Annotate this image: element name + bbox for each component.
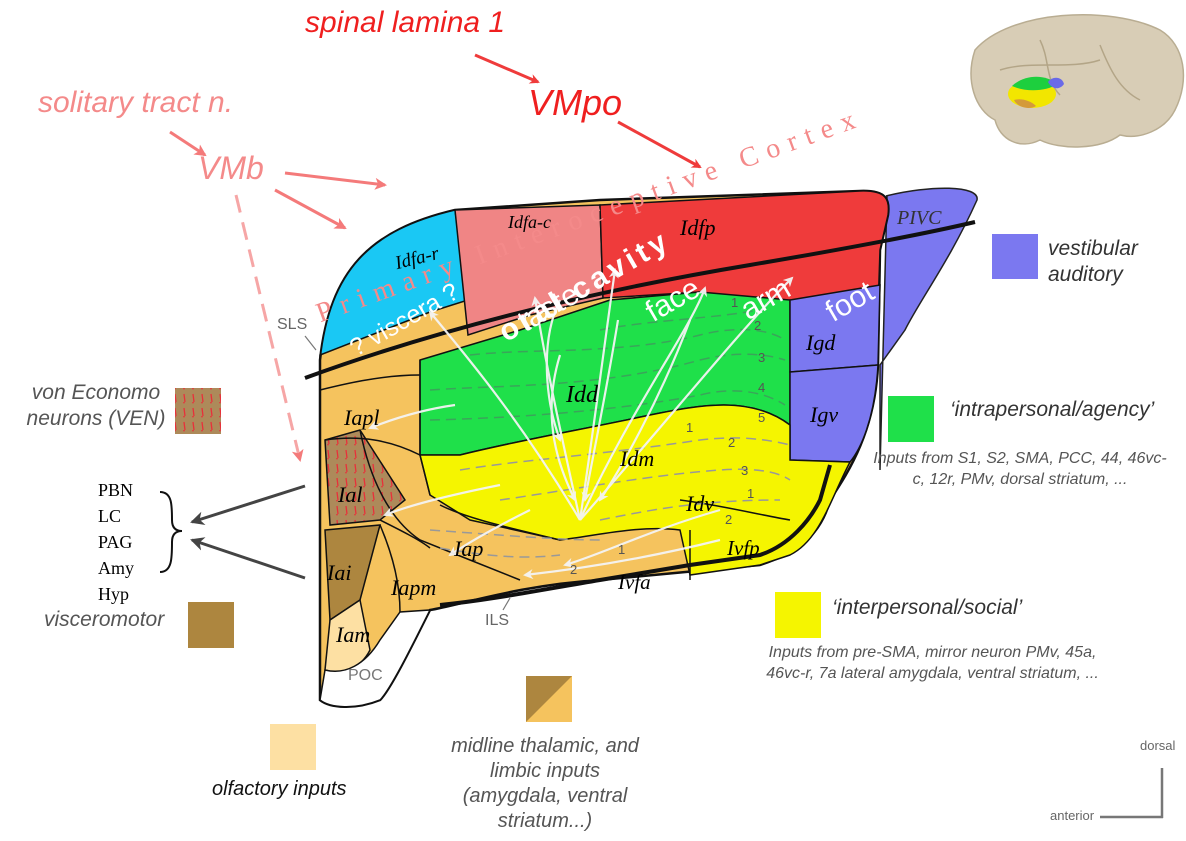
swatch-intrapersonal (888, 396, 934, 442)
output-pag: PAG (98, 529, 134, 555)
legend-interpersonal-inputs: Inputs from pre-SMA, mirror neuron PMv, … (765, 642, 1100, 684)
label-idd: Idd (566, 382, 598, 409)
label-idv: Idv (686, 491, 714, 517)
swatch-visceromotor (188, 602, 234, 648)
label-ils: ILS (485, 612, 509, 630)
layer-number: 2 (754, 318, 761, 333)
orientation-axes (1100, 768, 1163, 818)
orientation-anterior: anterior (1050, 808, 1094, 823)
label-iai: Iai (327, 560, 351, 586)
label-poc: POC (348, 667, 383, 685)
brain-thumbnail-image (971, 15, 1183, 147)
label-pivc: PIVC (897, 207, 941, 230)
layer-number: 3 (758, 350, 765, 365)
legend-olfactory-text: olfactory inputs (212, 778, 347, 801)
swatch-vestibular (992, 234, 1038, 279)
layer-number: 4 (758, 380, 765, 395)
label-igv: Igv (810, 402, 838, 428)
label-idfa-c: Idfa-c (508, 212, 551, 233)
sls-pointer (305, 336, 316, 350)
label-iap: Iap (454, 536, 483, 562)
label-ial: Ial (338, 482, 362, 508)
orientation-dorsal: dorsal (1140, 738, 1175, 753)
layer-number: 5 (758, 410, 765, 425)
output-pbn: PBN (98, 477, 134, 503)
output-lc: LC (98, 503, 134, 529)
swatch-von-economo (175, 388, 221, 434)
layer-number: 2 (570, 562, 577, 577)
label-sls: SLS (277, 316, 307, 334)
output-brace (160, 492, 182, 572)
layer-number: 1 (747, 486, 754, 501)
legend-interpersonal-title: ‘interpersonal/social’ (832, 596, 1022, 620)
legend-vestibular-text: vestibular auditory (1048, 236, 1158, 288)
swatch-interpersonal (775, 592, 821, 638)
label-ivfa: Ivfa (618, 570, 651, 595)
label-ivfp: Ivfp (727, 536, 760, 561)
ils-pointer (503, 598, 510, 610)
solitary-tract-label: solitary tract n. (38, 86, 233, 120)
legend-von-economo-text: von Economo neurons (VEN) (16, 380, 176, 432)
output-arrows (192, 486, 305, 578)
swatch-midline (526, 676, 572, 722)
layer-number: 3 (741, 463, 748, 478)
spinal-lamina-label: spinal lamina 1 (305, 6, 505, 40)
layer-number: 1 (731, 295, 738, 310)
output-amy: Amy (98, 555, 134, 581)
label-iapl: Iapl (344, 405, 379, 431)
vmpo-label: VMpo (528, 82, 622, 124)
label-iapm: Iapm (391, 575, 436, 601)
vmb-label: VMb (198, 150, 264, 187)
layer-number: 2 (728, 435, 735, 450)
output-hyp: Hyp (98, 581, 134, 607)
layer-number: 1 (686, 420, 693, 435)
swatch-olfactory (270, 724, 316, 770)
legend-midline-text: midline thalamic, and limbic inputs (amy… (445, 734, 645, 834)
label-iam: Iam (336, 622, 370, 648)
layer-number: 1 (618, 542, 625, 557)
legend-intrapersonal-inputs: Inputs from S1, S2, SMA, PCC, 44, 46vc-c… (870, 448, 1170, 490)
legend-intrapersonal-title: ‘intrapersonal/agency’ (950, 398, 1154, 422)
output-list: PBN LC PAG Amy Hyp (98, 477, 134, 607)
label-idfp: Idfp (680, 215, 715, 241)
layer-number: 2 (725, 512, 732, 527)
label-idm: Idm (620, 446, 654, 472)
label-igd: Igd (806, 330, 835, 356)
legend-visceromotor-text: visceromotor (44, 608, 164, 632)
